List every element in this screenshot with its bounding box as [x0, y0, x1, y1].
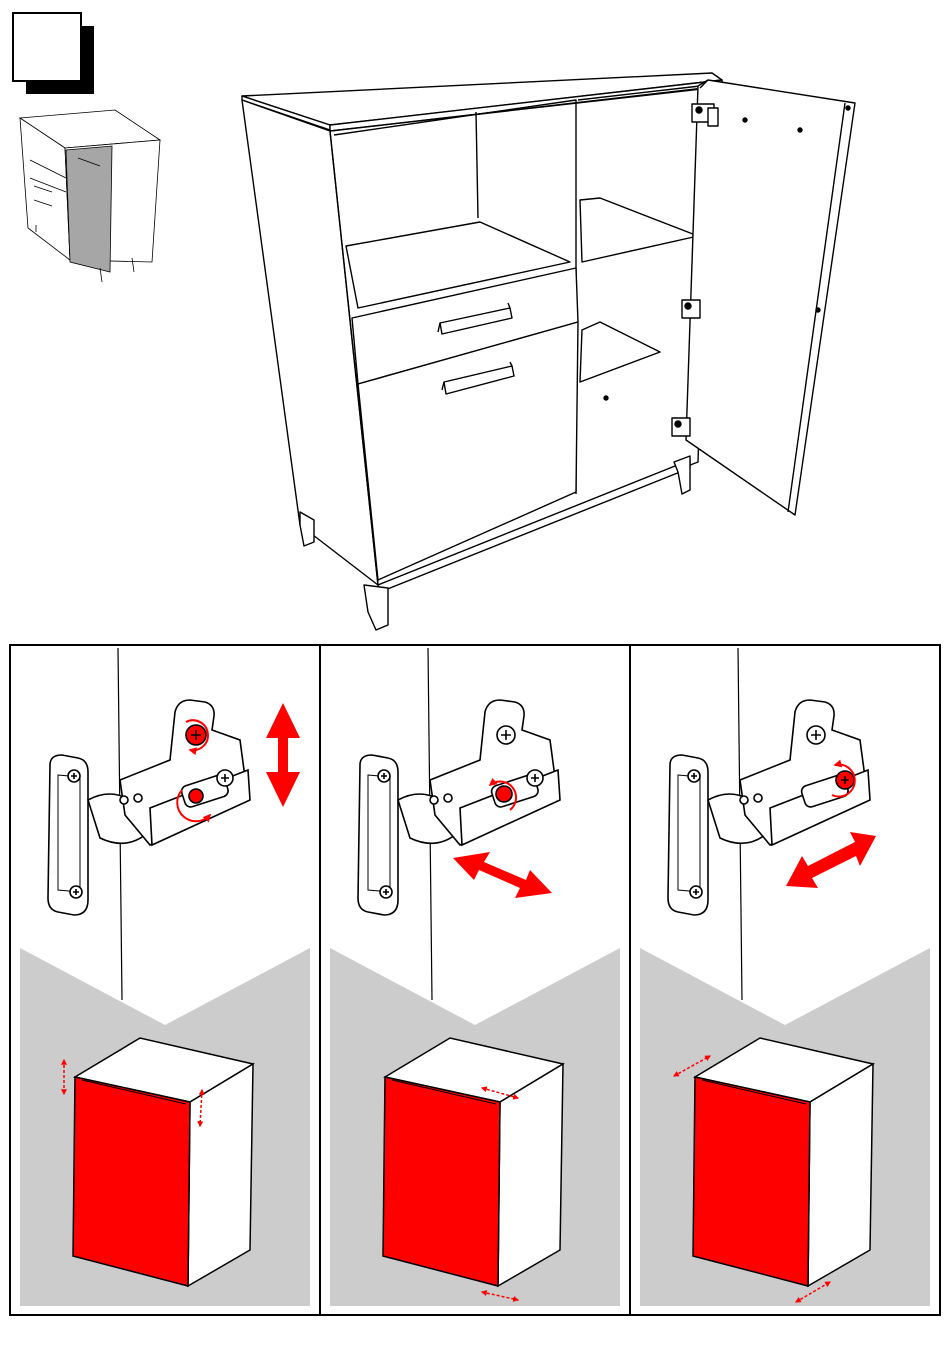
cabinet-top: [242, 73, 722, 125]
door-red: [693, 1077, 810, 1286]
highlighted-door: [66, 146, 112, 272]
panel-depth-adjustment: [640, 648, 930, 1306]
hinge-bottom-icon: [672, 418, 690, 436]
cabinet-icon: [73, 1038, 253, 1286]
cabinet-icon: [383, 1038, 563, 1286]
hinge-middle-icon: [682, 300, 700, 318]
double-arrow-icon: [453, 852, 552, 898]
cabinet-icon: [693, 1038, 873, 1286]
leg-front-right: [674, 456, 690, 494]
door-red: [73, 1077, 190, 1286]
right-shelf-upper: [580, 198, 698, 262]
hinge-icon: [668, 700, 870, 915]
right-shelf-lower: [580, 322, 660, 382]
leg-front-left: [364, 585, 388, 630]
hinge-top-icon: [692, 104, 718, 126]
panel-vertical-adjustment: [20, 648, 310, 1306]
panel-lateral-adjustment: [330, 648, 620, 1306]
hinge-icon: [48, 700, 250, 915]
open-door: [686, 80, 855, 515]
main-cabinet: [242, 73, 855, 630]
double-arrow-icon: [266, 703, 300, 807]
thumbnail-cabinet-icon: [20, 110, 160, 282]
double-arrow-icon: [786, 832, 876, 888]
door-red: [383, 1077, 500, 1286]
